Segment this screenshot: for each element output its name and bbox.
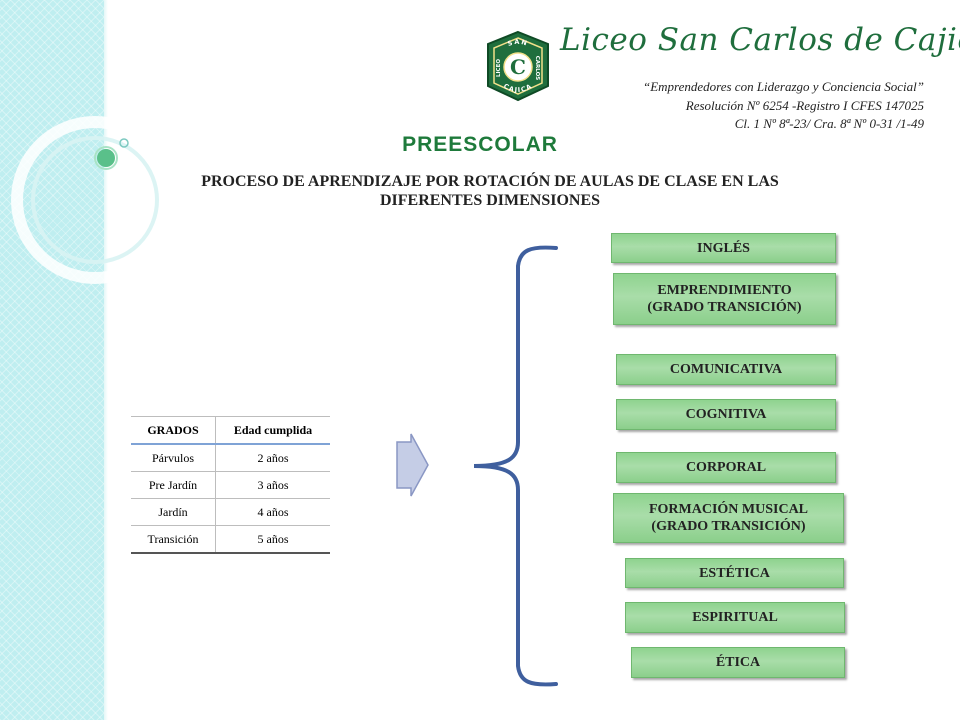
table-row: Jardín 4 años [131, 498, 330, 526]
dimension-comunicativa: COMUNICATIVA [616, 354, 836, 385]
sidebar-edge [104, 0, 108, 720]
dimension-label: FORMACIÓN MUSICAL [648, 502, 809, 517]
dimension-label: EMPRENDIMIENTO [657, 283, 792, 298]
school-motto: “Emprendedores con Liderazgo y Concienci… [642, 79, 924, 94]
table-cell-edad: 3 años [215, 471, 330, 499]
logo-center-letter: C [510, 55, 526, 79]
dimension-label: INGLÉS [697, 240, 750, 256]
dimension-label: COGNITIVA [685, 407, 767, 422]
table-row: Transición 5 años [131, 525, 330, 554]
school-resolution: Resolución Nº 6254 -Registro I CFES 1470… [685, 98, 924, 113]
table-cell-grado: Transición [131, 525, 216, 554]
table-row: Pre Jardín 3 años [131, 471, 330, 499]
dimension-label: ÉTICA [715, 655, 761, 670]
dimension-label: ESPIRITUAL [692, 610, 778, 625]
grades-table: GRADOS Edad cumplida Párvulos 2 años Pre… [131, 416, 330, 554]
school-name: Liceo San Carlos de Cajicá [560, 22, 960, 58]
logo-bottom-text: CAJICA [502, 82, 533, 94]
dimension-espiritual: ESPIRITUAL [625, 602, 845, 633]
table-cell-grado: Párvulos [131, 443, 216, 472]
dimension-formacion-musical: FORMACIÓN MUSICAL (GRADO TRANSICIÓN) [613, 493, 844, 543]
dimension-cognitiva: COGNITIVA [616, 399, 836, 430]
subtitle-line-1: PROCESO DE APRENDIZAJE POR ROTACIÓN DE A… [201, 173, 779, 190]
dimension-sublabel: (GRADO TRANSICIÓN) [651, 519, 806, 534]
logo-right-text: CARLOS [534, 56, 540, 81]
dimension-label: COMUNICATIVA [669, 362, 783, 377]
section-heading: PREESCOLAR [402, 133, 558, 156]
dimension-label: ESTÉTICA [699, 565, 770, 581]
right-arrow-icon [396, 433, 429, 497]
table-cell-grado: Pre Jardín [131, 471, 216, 499]
small-ring-icon [119, 138, 129, 148]
dimension-ingles: INGLÉS [611, 233, 836, 263]
table-header-row: GRADOS Edad cumplida [131, 416, 330, 445]
logo-top-text: SAN [507, 38, 528, 48]
subtitle-line-2: DIFERENTES DIMENSIONES [379, 192, 601, 209]
table-cell-edad: 2 años [215, 443, 330, 472]
table-cell-grado: Jardín [131, 498, 216, 526]
school-address: Cl. 1 Nº 8ª-23/ Cra. 8ª Nº 0-31 /1-49 [734, 116, 924, 131]
dimension-estetica: ESTÉTICA [625, 558, 844, 588]
green-dot-icon [97, 149, 115, 167]
table-row: Párvulos 2 años [131, 443, 330, 472]
dimension-label: CORPORAL [685, 460, 767, 475]
curly-brace-icon [473, 245, 558, 687]
dimension-sublabel: (GRADO TRANSICIÓN) [647, 300, 802, 315]
table-header-edad: Edad cumplida [215, 416, 330, 445]
table-cell-edad: 5 años [215, 525, 330, 554]
logo-left-text: LICEO [496, 59, 502, 77]
decorative-circles [11, 116, 179, 284]
dimension-corporal: CORPORAL [616, 452, 836, 483]
table-cell-edad: 4 años [215, 498, 330, 526]
table-header-grados: GRADOS [131, 416, 216, 445]
dimension-emprendimiento: EMPRENDIMIENTO (GRADO TRANSICIÓN) [613, 273, 836, 325]
slide-subtitle: PROCESO DE APRENDIZAJE POR ROTACIÓN DE A… [150, 172, 830, 210]
school-logo: C SAN CAJICA LICEO CARLOS [487, 30, 549, 102]
svg-text:CAJICA: CAJICA [502, 82, 534, 94]
svg-text:SAN: SAN [507, 38, 530, 48]
dimension-etica: ÉTICA [631, 647, 845, 678]
